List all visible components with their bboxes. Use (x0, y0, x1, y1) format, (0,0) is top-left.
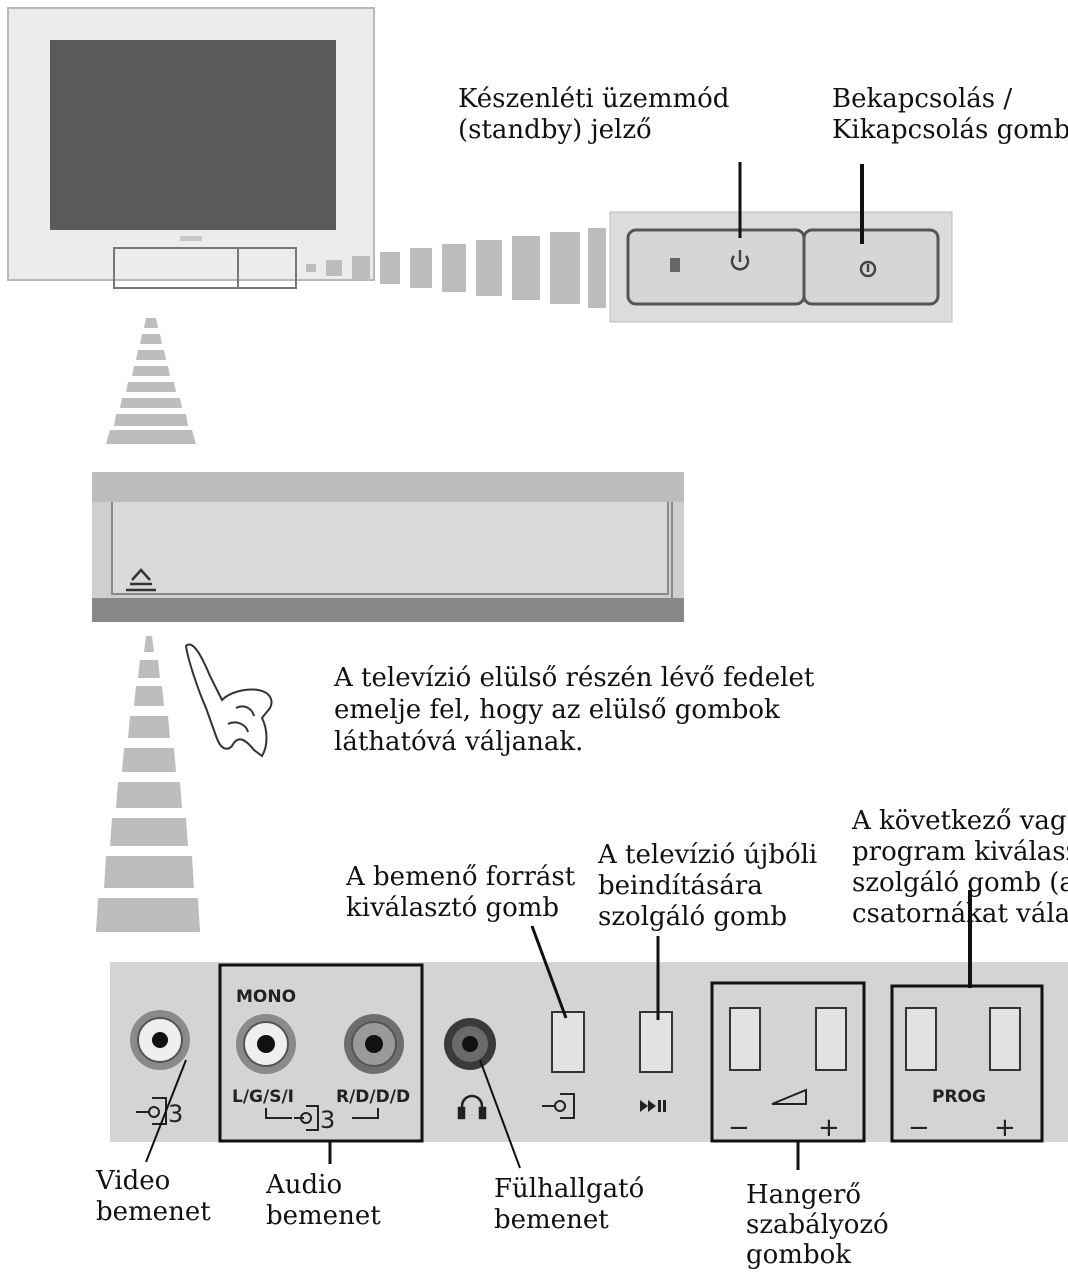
prog-box (890, 984, 1044, 1143)
audio-left-jack[interactable] (236, 1014, 296, 1074)
audio-port-number: 3 (320, 1106, 335, 1134)
label-input-select: A bemenő forrást kiválasztó gomb (346, 862, 576, 923)
tv-set (7, 7, 375, 289)
volume-box (710, 981, 866, 1143)
front-panel: 3 MONO L/G/S/I R/D/D/D 3 (110, 962, 1068, 1143)
right-channel-label: R/D/D/D (336, 1087, 410, 1107)
volume-minus-label: − (728, 1113, 750, 1143)
input-source-icon (542, 1093, 575, 1119)
label-standby-indicator: Készenléti üzemmód (standby) jelző (458, 84, 730, 145)
zoom-bars-vertical-lower (96, 636, 200, 932)
audio-box (218, 963, 424, 1143)
video-port-number: 3 (168, 1100, 183, 1128)
left-channel-label: L/G/S/I (232, 1087, 294, 1107)
prog-down-button[interactable] (905, 1007, 937, 1071)
leader-lines (145, 890, 972, 1170)
prog-label: PROG (932, 1087, 986, 1107)
mono-label: MONO (236, 987, 296, 1007)
label-audio-input: Audio bemenet (266, 1170, 381, 1231)
headphone-icon (457, 1094, 487, 1120)
restart-button[interactable] (639, 1011, 673, 1073)
sensor-icon (670, 258, 680, 272)
lift-arrow-icon (126, 568, 156, 592)
standby-led-icon (730, 250, 750, 271)
input-select-button[interactable] (551, 1011, 585, 1073)
volume-down-button[interactable] (729, 1007, 761, 1071)
label-headphone-input: Fülhallgató bemenet (494, 1174, 645, 1235)
label-power-button: Bekapcsolás / Kikapcsolás gomb (832, 84, 1068, 145)
audio-right-jack[interactable] (344, 1014, 404, 1074)
label-lift-cover: A televízió elülső részén lévő fedelet e… (334, 663, 815, 757)
prog-up-button[interactable] (989, 1007, 1021, 1071)
label-volume-buttons: Hangerő szabályozó gombok (746, 1180, 889, 1270)
fast-forward-icon (640, 1100, 666, 1112)
zoom-bars-horizontal (306, 228, 606, 308)
volume-plus-label: + (818, 1113, 840, 1143)
label-next-program: A következő vag program kiválasz szolgál… (852, 806, 1068, 929)
tv-screen (50, 40, 336, 230)
video-input-jack[interactable] (130, 1010, 190, 1070)
headphone-jack[interactable] (444, 1018, 496, 1070)
zoom-bars-vertical-upper (106, 318, 196, 444)
volume-up-button[interactable] (815, 1007, 847, 1071)
pointing-hand-icon (184, 643, 273, 758)
power-symbol-icon (859, 260, 877, 278)
volume-ramp-icon (771, 1088, 807, 1105)
power-button[interactable] (802, 228, 940, 306)
prog-minus-label: − (908, 1113, 930, 1143)
input-source-icon (294, 1105, 319, 1131)
audio-bracket (265, 1108, 379, 1119)
prog-plus-label: + (994, 1113, 1016, 1143)
tv-logo (180, 236, 202, 241)
tv-button-outline (237, 247, 297, 289)
label-video-input: Video bemenet (96, 1166, 211, 1227)
power-panel (609, 211, 953, 323)
label-restart-button: A televízió újbóli beindítására szolgáló… (598, 840, 818, 932)
front-cover (92, 472, 684, 622)
